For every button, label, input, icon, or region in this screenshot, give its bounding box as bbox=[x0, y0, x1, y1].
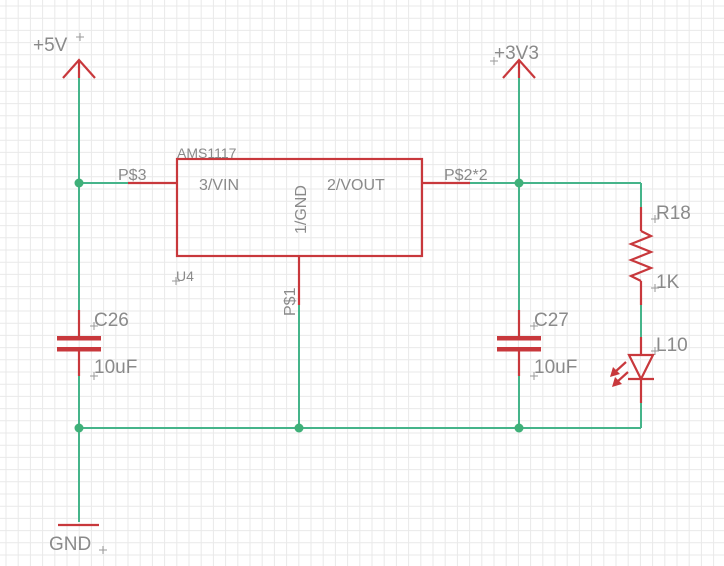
pin-vin-label: 3/VIN bbox=[199, 177, 239, 194]
origin-mark-3v3 bbox=[490, 57, 498, 65]
origin-mark-r18 bbox=[651, 215, 659, 223]
r18-value: 1K bbox=[656, 272, 680, 293]
regulator-u4[interactable]: AMS1117 U4 3/VIN 2/VOUT 1/GND P$3 P$2*2 … bbox=[118, 145, 488, 316]
regulator-name: U4 bbox=[176, 268, 194, 284]
supply-3v3-label: +3V3 bbox=[494, 43, 539, 64]
gnd-label: GND bbox=[49, 534, 91, 555]
wires bbox=[78, 78, 642, 522]
regulator-value: AMS1117 bbox=[177, 145, 237, 161]
c26-value: 10uF bbox=[94, 357, 137, 378]
origin-mark-c27-val bbox=[530, 372, 538, 380]
l10-name: L10 bbox=[656, 335, 688, 356]
pin-vout-label: 2/VOUT bbox=[327, 177, 385, 194]
resistor-r18[interactable]: R18 1K bbox=[628, 203, 691, 305]
pad-gnd-label: P$1 bbox=[282, 287, 299, 316]
pad-vout-label: P$2*2 bbox=[444, 167, 488, 184]
pin-gnd-label: 1/GND bbox=[293, 185, 310, 234]
origin-mark-u4 bbox=[172, 277, 180, 285]
r18-name: R18 bbox=[656, 203, 691, 224]
origin-mark-r18-val bbox=[651, 284, 659, 292]
supply-5v-label: +5V bbox=[33, 35, 68, 56]
c27-name: C27 bbox=[534, 310, 569, 331]
junction-gnd-right bbox=[514, 423, 524, 433]
origin-mark-l10 bbox=[651, 347, 659, 355]
capacitor-c26[interactable]: C26 10uF bbox=[57, 310, 137, 380]
origin-mark-gnd bbox=[99, 546, 107, 554]
supply-5v-symbol[interactable]: +5V bbox=[33, 33, 96, 79]
led-emission-arrows bbox=[610, 361, 629, 387]
junction-vout bbox=[514, 178, 524, 188]
junction-gnd-left bbox=[74, 423, 84, 433]
c26-name: C26 bbox=[94, 310, 129, 331]
junction-vin bbox=[74, 178, 84, 188]
junction-gnd-reg bbox=[294, 423, 304, 433]
c27-value: 10uF bbox=[534, 357, 577, 378]
origin-mark-c26 bbox=[90, 322, 98, 330]
origin-mark-5v bbox=[76, 33, 84, 41]
capacitor-c27[interactable]: C27 10uF bbox=[497, 310, 577, 380]
gnd-symbol[interactable]: GND bbox=[49, 523, 107, 555]
pad-vin-label: P$3 bbox=[118, 167, 147, 184]
origin-mark-c27 bbox=[530, 322, 538, 330]
origin-mark-c26-val bbox=[90, 372, 98, 380]
supply-3v3-symbol[interactable]: +3V3 bbox=[490, 43, 539, 79]
led-l10[interactable]: L10 bbox=[610, 335, 688, 403]
